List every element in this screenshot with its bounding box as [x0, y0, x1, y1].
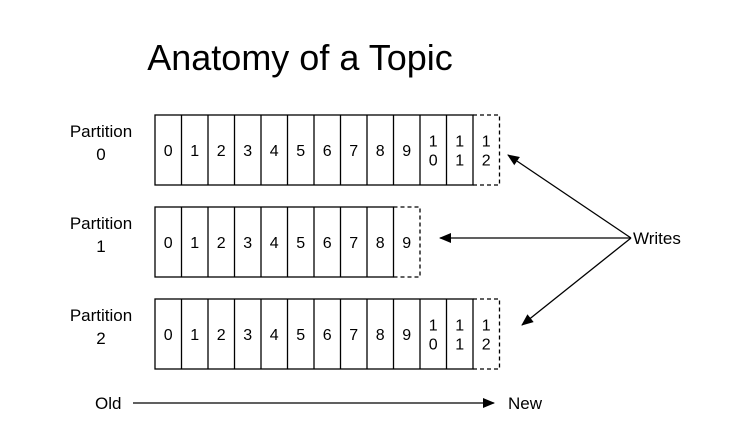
- partition-label: Partition: [70, 306, 132, 325]
- offset-number: 5: [296, 327, 305, 344]
- offset-number: 1: [190, 235, 199, 252]
- offset-number: 9: [402, 143, 411, 160]
- offset-number: 8: [376, 327, 385, 344]
- offset-number: 3: [243, 327, 252, 344]
- partition-label: Partition: [70, 122, 132, 141]
- offset-number: 1: [190, 327, 199, 344]
- offset-number: 0: [164, 327, 173, 344]
- offset-number: 9: [402, 235, 411, 252]
- offset-digit: 1: [482, 134, 491, 151]
- offset-number: 1: [190, 143, 199, 160]
- diagram-title: Anatomy of a Topic: [147, 37, 453, 78]
- offset-number: 4: [270, 235, 279, 252]
- offset-number: 9: [402, 327, 411, 344]
- offset-number: 3: [243, 143, 252, 160]
- offset-number: 4: [270, 327, 279, 344]
- offset-digit: 0: [429, 337, 438, 354]
- offset-number: 5: [296, 235, 305, 252]
- partition-number: 1: [96, 237, 105, 256]
- offset-digit: 1: [455, 337, 464, 354]
- partition-number: 2: [96, 329, 105, 348]
- offset-digit: 1: [455, 134, 464, 151]
- offset-digit: 1: [482, 318, 491, 335]
- partition-log-outline: [154, 206, 395, 278]
- writes-label: Writes: [633, 229, 681, 248]
- offset-number: 6: [323, 327, 332, 344]
- offset-digit: 1: [455, 318, 464, 335]
- offset-number: 7: [349, 235, 358, 252]
- offset-number: 4: [270, 143, 279, 160]
- offset-digit: 1: [429, 134, 438, 151]
- offset-number: 2: [217, 143, 226, 160]
- offset-number: 2: [217, 327, 226, 344]
- partition-number: 0: [96, 145, 105, 164]
- offset-digit: 1: [455, 153, 464, 170]
- offset-number: 6: [323, 235, 332, 252]
- offset-digit: 1: [429, 318, 438, 335]
- offset-number: 8: [376, 235, 385, 252]
- writes-arrows: [439, 154, 632, 326]
- offset-number: 3: [243, 235, 252, 252]
- offset-digit: 2: [482, 153, 491, 170]
- old-label: Old: [95, 394, 121, 413]
- write-arrow-partition-0: [507, 154, 632, 239]
- offset-number: 0: [164, 143, 173, 160]
- offset-digit: 2: [482, 337, 491, 354]
- offset-number: 0: [164, 235, 173, 252]
- offset-number: 2: [217, 235, 226, 252]
- offset-number: 5: [296, 143, 305, 160]
- offset-number: 8: [376, 143, 385, 160]
- offset-number: 7: [349, 327, 358, 344]
- new-label: New: [508, 394, 543, 413]
- offset-number: 7: [349, 143, 358, 160]
- partition-label: Partition: [70, 214, 132, 233]
- offset-digit: 0: [429, 153, 438, 170]
- write-arrow-partition-2: [521, 237, 632, 326]
- offset-number: 6: [323, 143, 332, 160]
